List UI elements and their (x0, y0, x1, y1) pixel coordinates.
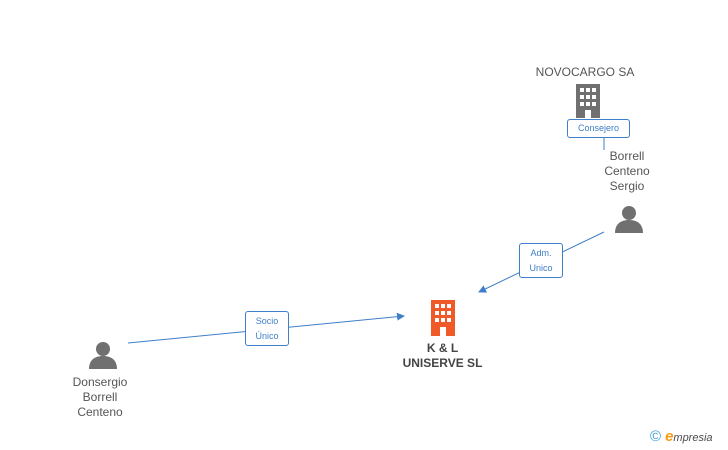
novocargo-label[interactable]: NOVOCARGO SA (535, 65, 635, 79)
donsergio-label[interactable]: Donsergio Borrell Centeno (72, 375, 128, 419)
donsergio-person-icon[interactable] (88, 340, 118, 375)
edge-label-socio-unico: Socio Único (245, 311, 289, 346)
edge-label-adm-unico: Adm. Unico (519, 243, 563, 278)
edge-label-consejero: Consejero (567, 119, 630, 138)
novocargo-building-icon[interactable] (573, 84, 603, 123)
borrell-sergio-label[interactable]: Borrell Centeno Sergio (604, 149, 650, 193)
copyright-icon: © (650, 428, 662, 445)
borrell-sergio-person-icon[interactable] (614, 204, 644, 239)
brand-logo: empresia (665, 428, 713, 445)
kl-uniserve-building-icon[interactable] (428, 300, 458, 341)
kl-uniserve-label[interactable]: K & L UNISERVE SL (402, 341, 483, 370)
empresia-watermark: © empresia (650, 428, 713, 445)
